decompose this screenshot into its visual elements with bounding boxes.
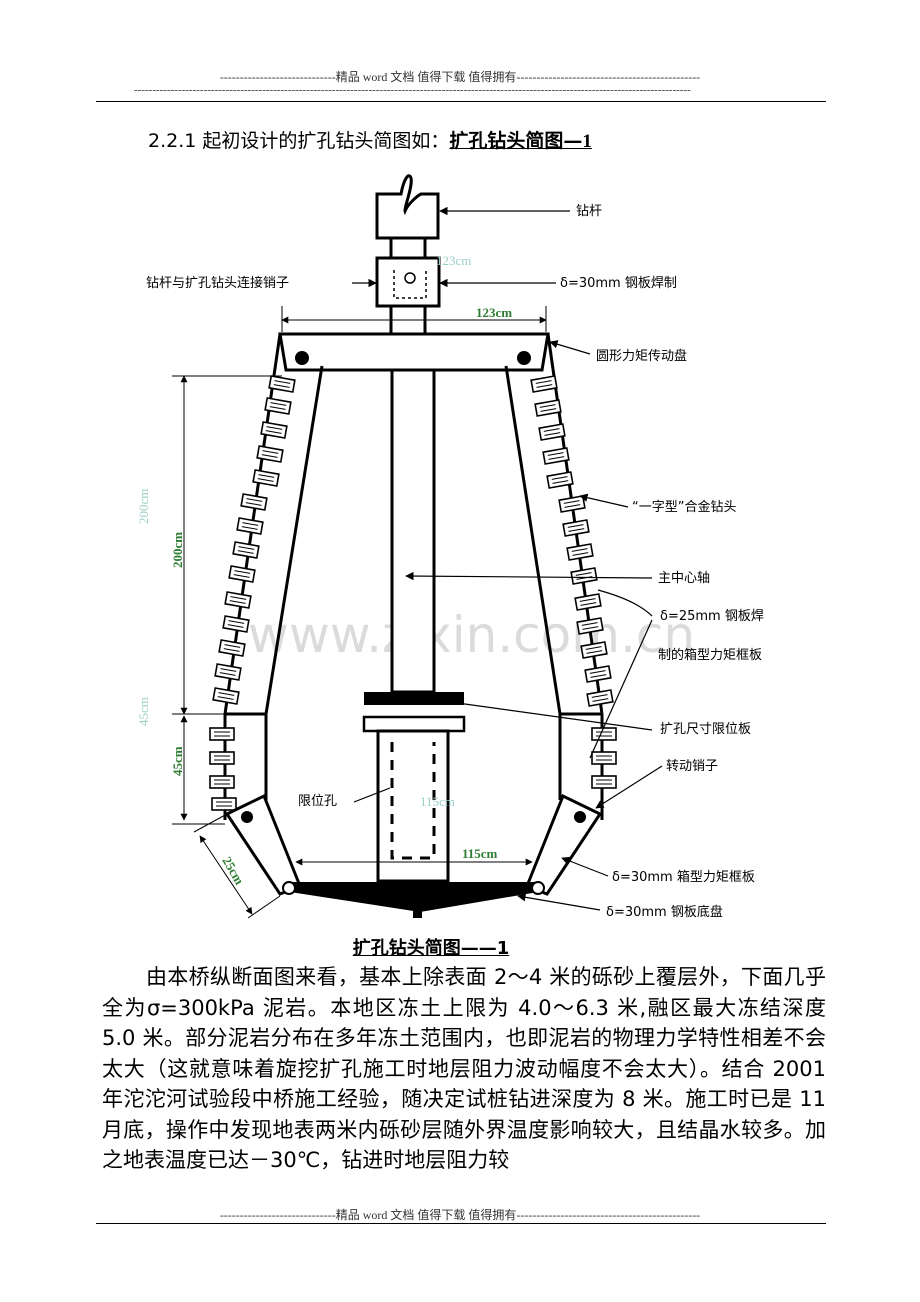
dim-height-lower: 45cm 45cm [136,697,225,825]
dim-top-width: 123cm 123cm [281,253,547,332]
dim-top-label: 123cm [476,305,512,320]
body-paragraph-text: 由本桥纵断面图来看，基本上除表面 2～4 米的砾砂上覆层外，下面几乎全为σ=30… [102,965,826,1172]
label-connecting-pin: 钻杆与扩孔钻头连接销子 [146,275,289,291]
drill-rod [375,174,441,338]
section-heading: 2.2.1 起初设计的扩孔钻头简图如：扩孔钻头简图—1 [148,126,592,153]
label-torque-disc: 圆形力矩传动盘 [596,348,687,364]
label-main-shaft: 主中心轴 [658,571,710,586]
heading-figure-ref: 扩孔钻头简图—1 [449,130,592,152]
label-frame-line2: 制的箱型力矩框板 [658,647,762,663]
body-paragraph: 由本桥纵断面图来看，基本上除表面 2～4 米的砾砂上覆层外，下面几乎全为σ=30… [102,962,826,1176]
heading-prefix: 2.2.1 起初设计的扩孔钻头简图如： [148,130,450,152]
ghost-dim-main: 200cm [136,489,151,524]
dim-height-main: 200cm 200cm [136,375,282,715]
ghost-dim-bottom: 115cm [420,794,455,809]
label-plate-weld: δ=30mm 钢板焊制 [560,275,677,291]
dim-lower-label: 45cm [170,746,185,776]
label-rotating-pin: 转动销子 [666,759,718,774]
dim-main-label: 200cm [170,532,185,568]
label-drill-rod: 钻杆 [576,204,602,219]
footer-rule [96,1223,826,1224]
leader-lines [352,206,663,911]
ghost-dim-top: 123cm [436,253,471,268]
connecting-pin [393,270,427,299]
watermark-text: www.zixin.com.cn [248,606,695,664]
right-lower-arm [525,793,603,896]
header-dash-line: ----------------------------------------… [134,84,794,96]
torque-disc [278,332,550,372]
page-header-text: -----------------------------精品 word 文档 … [219,70,701,84]
figure-caption: 扩孔钻头简图——1 [0,934,862,960]
label-frame-line1: δ=25mm 钢板焊 [660,608,764,624]
reamer-bit-diagram: www.zixin.com.cn 123cm 123cm [136,174,764,920]
header-rule [96,101,826,102]
page-header: -----------------------------精品 word 文档 … [0,68,920,85]
header-dashes: ----------------------------------------… [134,84,691,96]
figure-caption-text: 扩孔钻头简图——1 [352,938,510,959]
bottom-steel-plate [282,881,545,918]
page-footer: -----------------------------精品 word 文档 … [0,1206,920,1223]
label-limit-hole: 限位孔 [298,794,337,809]
dim-bottom-label: 115cm [462,846,498,861]
label-bottom-plate: δ=30mm 钢板底盘 [606,904,723,920]
ghost-dim-lower: 45cm [136,697,151,726]
label-limit-plate: 扩孔尺寸限位板 [660,722,751,737]
page-footer-text: -----------------------------精品 word 文档 … [219,1208,701,1222]
left-alloy-teeth [209,375,296,811]
label-box-frame: δ=30mm 箱型力矩框板 [612,869,755,885]
label-alloy-bit: “一字型”合金钻头 [632,499,736,515]
dim-bottom-width: 115cm 115cm [295,794,533,866]
main-center-shaft [362,368,466,883]
